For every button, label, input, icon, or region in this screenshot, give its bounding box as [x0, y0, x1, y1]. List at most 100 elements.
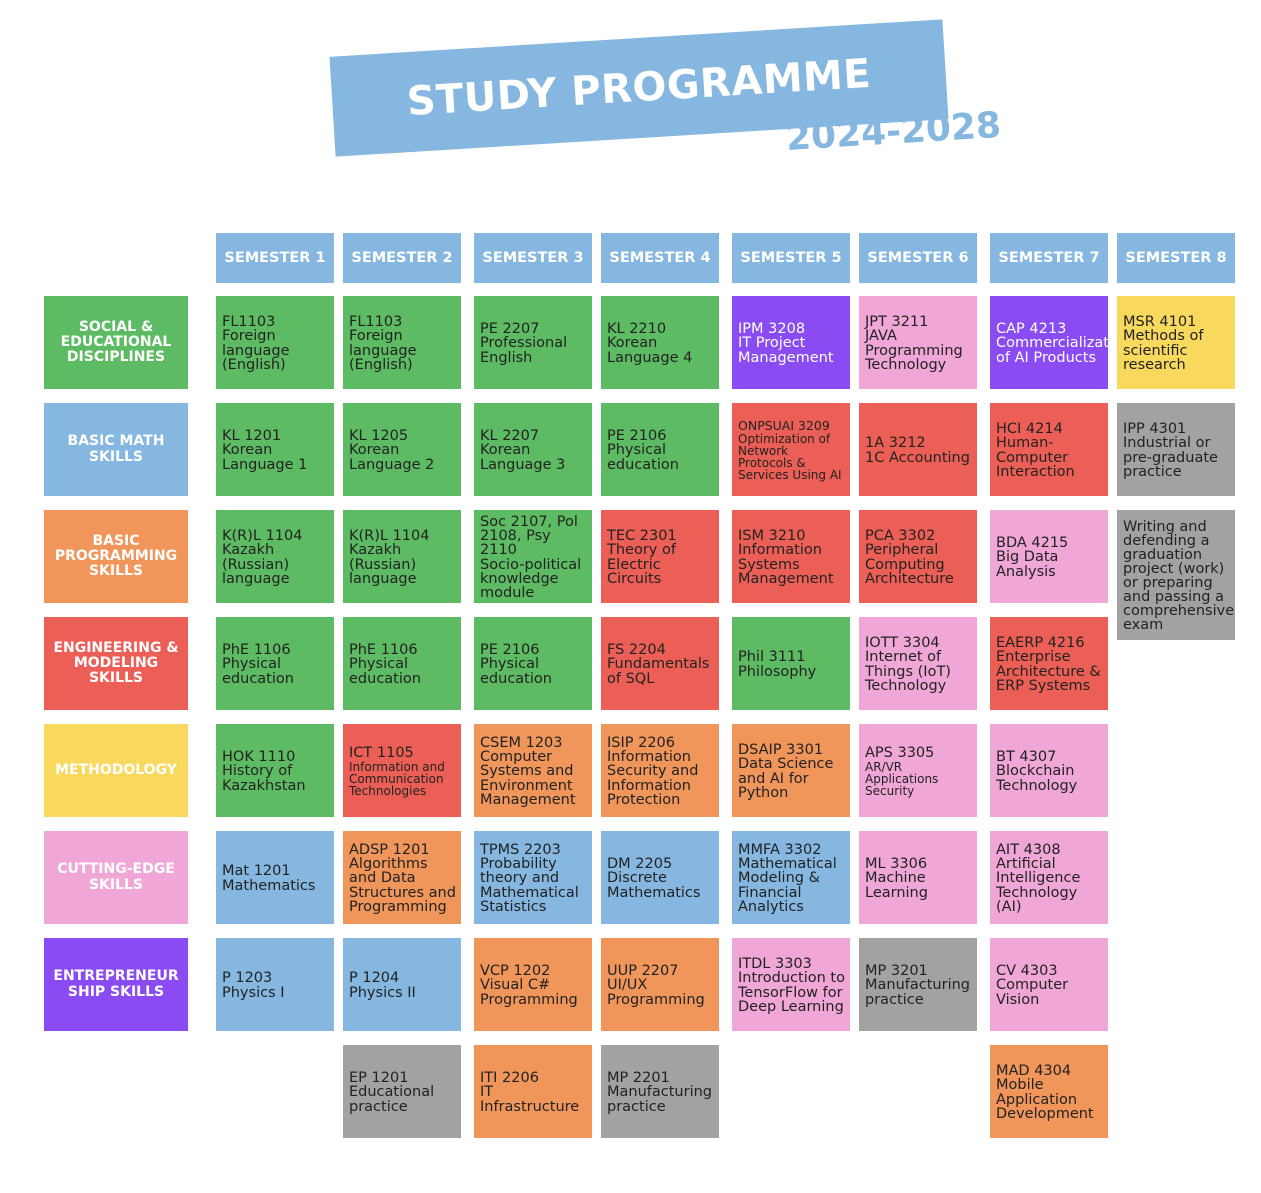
course-code: PE 2106	[480, 642, 540, 659]
course-code: CV 4303	[996, 963, 1058, 980]
course-name: Kazakh (Russian) language	[349, 542, 417, 587]
category-label: ENGINEERING & MODELING SKILLS	[44, 617, 188, 710]
course-code: Phil 3111	[738, 649, 806, 666]
course-name: Korean Language 4	[607, 335, 693, 366]
course-name: Korean Language 3	[480, 442, 566, 473]
course-name: Kazakh (Russian) language	[222, 542, 290, 587]
course-code: CAP 4213	[996, 321, 1067, 338]
course-name: Human-Computer Interaction	[996, 435, 1075, 480]
course-code: DM 2205	[607, 856, 673, 873]
course-code: KL 2210	[607, 321, 667, 338]
category-label: BASIC PROGRAMMING SKILLS	[44, 510, 188, 603]
course-code: ISIP 2206	[607, 735, 676, 752]
course-name: Foreign language (English)	[222, 328, 290, 373]
course-name: Physics II	[349, 984, 416, 1001]
course-code: UUP 2207	[607, 963, 679, 980]
course-code: MSR 4101	[1123, 314, 1197, 331]
course-name: Methods of scientific research	[1123, 328, 1204, 373]
course-code: FL1103	[222, 314, 276, 331]
course-code: EP 1201	[349, 1070, 409, 1087]
course-code: FL1103	[349, 314, 403, 331]
course-code: KL 1201	[222, 428, 282, 445]
course-code: KL 2207	[480, 428, 540, 445]
semester-header-2: SEMESTER 2	[343, 233, 461, 283]
course-name: Algorithms and Data Structures and Progr…	[349, 856, 456, 915]
course-name: Fundamentals of SQL	[607, 656, 710, 687]
course-name: Optimization of Network Protocols & Serv…	[738, 431, 842, 482]
course-cell: Writing and defending a graduation proje…	[1117, 510, 1235, 640]
semester-header-3: SEMESTER 3	[474, 233, 592, 283]
course-name: Information and Communication Technologi…	[349, 759, 445, 798]
course-code: ITI 2206	[480, 1070, 539, 1087]
course-code: CSEM 1203	[480, 735, 563, 752]
semester-header-5: SEMESTER 5	[732, 233, 850, 283]
course-name: Discrete Mathematics	[607, 870, 701, 901]
course-code: ICT 1105	[349, 745, 414, 762]
course-code: TPMS 2203	[480, 842, 561, 859]
course-code: K(R)L 1104	[222, 528, 303, 545]
course-code: PE 2207	[480, 321, 540, 338]
course-code: DSAIP 3301	[738, 742, 824, 759]
course-name: Mobile Application Development	[996, 1077, 1094, 1122]
course-name: Mathematical Modeling & Financial Analyt…	[738, 856, 837, 915]
course-name: Artificial Intelligence Technology (AI)	[996, 856, 1081, 915]
course-name: Physical education	[480, 656, 552, 687]
course-name: Information Systems Management	[738, 542, 834, 587]
category-label: SOCIAL & EDUCATIONAL DISCIPLINES	[44, 296, 188, 389]
course-code: ADSP 1201	[349, 842, 430, 859]
course-code: ML 3306	[865, 856, 928, 873]
course-code: MP 3201	[865, 963, 928, 980]
course-code: KL 1205	[349, 428, 409, 445]
course-code: EAERP 4216	[996, 635, 1085, 652]
course-name: Philosophy	[738, 663, 817, 680]
course-name: Blockchain Technology	[996, 763, 1078, 794]
course-code: ITDL 3303	[738, 956, 812, 973]
course-code: IPP 4301	[1123, 421, 1187, 438]
course-code: HOK 1110	[222, 749, 296, 766]
course-name: Visual C# Programming	[480, 977, 578, 1008]
course-code: TEC 2301	[607, 528, 677, 545]
course-code: MAD 4304	[996, 1063, 1072, 1080]
course-name: Manufacturing practice	[865, 977, 970, 1008]
course-name: Big Data Analysis	[996, 549, 1059, 580]
course-name: Commercialization of AI Products	[996, 335, 1108, 366]
course-name: Korean Language 2	[349, 442, 435, 473]
course-name: Physical education	[222, 656, 294, 687]
course-code: JPT 3211	[865, 314, 929, 331]
category-label: METHODOLOGY	[44, 724, 188, 817]
course-name: Manufacturing practice	[607, 1084, 712, 1115]
course-code: FS 2204	[607, 642, 666, 659]
semester-header-4: SEMESTER 4	[601, 233, 719, 283]
semester-header-7: SEMESTER 7	[990, 233, 1108, 283]
course-name: IT Project Management	[738, 335, 834, 366]
